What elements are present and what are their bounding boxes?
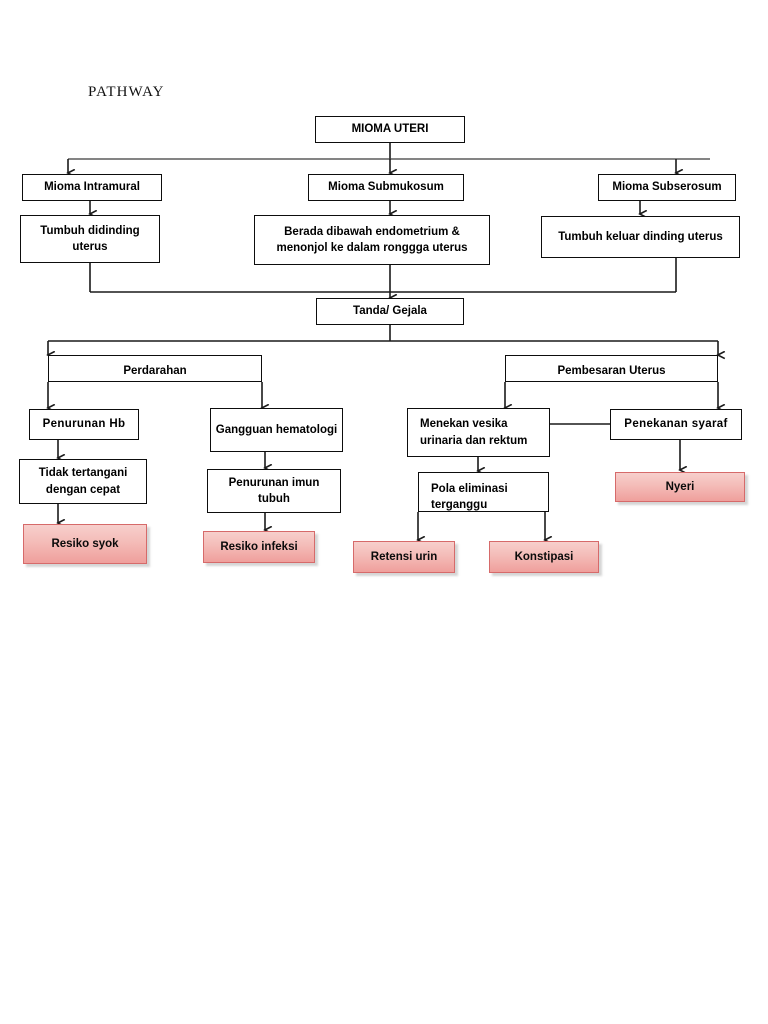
node-penekanan-syaraf[interactable]: Penekanan syaraf <box>610 409 742 440</box>
node-gangguan-hematologi[interactable]: Gangguan hematologi <box>210 408 343 452</box>
node-tumbuh-didinding-uterus[interactable]: Tumbuh didinding uterus <box>20 215 160 263</box>
node-resiko-syok[interactable]: Resiko syok <box>23 524 147 564</box>
node-retensi-urin[interactable]: Retensi urin <box>353 541 455 573</box>
node-perdarahan[interactable]: Perdarahan <box>48 355 262 382</box>
node-mioma-intramural[interactable]: Mioma Intramural <box>22 174 162 201</box>
node-penurunan-hb[interactable]: Penurunan Hb <box>29 409 139 440</box>
node-berada-dibawah-endometrium[interactable]: Berada dibawah endometrium & menonjol ke… <box>254 215 490 265</box>
node-pola-eliminasi-terganggu[interactable]: Pola eliminasi terganggu <box>418 472 549 512</box>
node-tanda-gejala[interactable]: Tanda/ Gejala <box>316 298 464 325</box>
node-tidak-tertangani-dengan-cepat[interactable]: Tidak tertangani dengan cepat <box>19 459 147 504</box>
node-mioma-uteri[interactable]: MIOMA UTERI <box>315 116 465 143</box>
node-penurunan-imun-tubuh[interactable]: Penurunan imun tubuh <box>207 469 341 513</box>
page-title: PATHWAY <box>88 84 165 100</box>
node-mioma-subserosum[interactable]: Mioma Subserosum <box>598 174 736 201</box>
node-pembesaran-uterus[interactable]: Pembesaran Uterus <box>505 355 718 382</box>
node-mioma-submukosum[interactable]: Mioma Submukosum <box>308 174 464 201</box>
node-nyeri[interactable]: Nyeri <box>615 472 745 502</box>
node-menekan-vesika-urinaria[interactable]: Menekan vesika urinaria dan rektum <box>407 408 550 457</box>
node-tumbuh-keluar-dinding-uterus[interactable]: Tumbuh keluar dinding uterus <box>541 216 740 258</box>
node-konstipasi[interactable]: Konstipasi <box>489 541 599 573</box>
node-resiko-infeksi[interactable]: Resiko infeksi <box>203 531 315 563</box>
